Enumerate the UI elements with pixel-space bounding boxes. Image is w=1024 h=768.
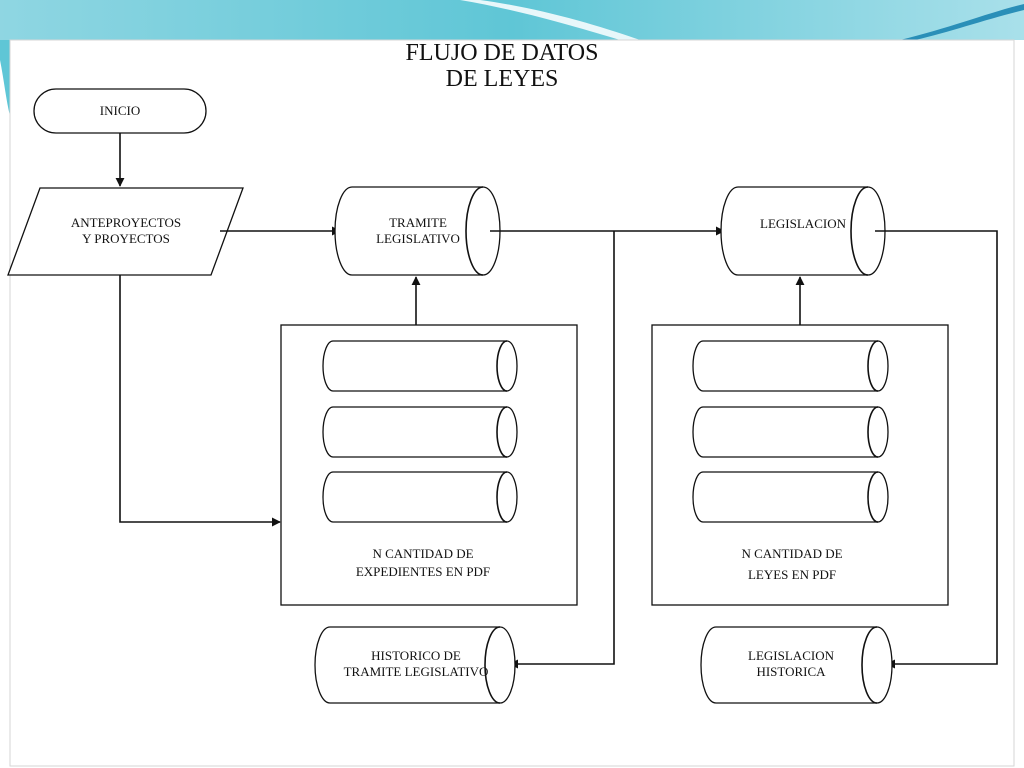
ley-cylinder — [692, 406, 889, 458]
legislacion-node: LEGISLACION — [720, 186, 886, 276]
anteproyectos-label-line2: Y PROYECTOS — [82, 231, 170, 246]
expediente-cylinder — [322, 406, 518, 458]
leyes-label-line1: N CANTIDAD DE — [741, 546, 842, 561]
tramite-label-line1: TRAMITE — [389, 215, 447, 230]
leyes-store-box: N CANTIDAD DE LEYES EN PDF — [651, 324, 949, 606]
expediente-cylinder — [322, 340, 518, 392]
leyes-label-line2: LEYES EN PDF — [748, 567, 836, 582]
ley-cylinder — [692, 471, 889, 523]
legislacion-label: LEGISLACION — [760, 216, 847, 231]
anteproyectos-label-line1: ANTEPROYECTOS — [71, 215, 181, 230]
legislacion-historica-label-line2: HISTORICA — [756, 664, 826, 679]
historico-tramite-label-line2: TRAMITE LEGISLATIVO — [344, 664, 489, 679]
ley-cylinder — [692, 340, 889, 392]
connector-tramite-historico — [509, 231, 615, 669]
header-band — [0, 0, 1024, 116]
connector-anteproyectos-expedientes — [119, 275, 281, 527]
tramite-legislativo-node: TRAMITE LEGISLATIVO — [334, 186, 501, 276]
tramite-label-line2: LEGISLATIVO — [376, 231, 460, 246]
expedientes-store-box: N CANTIDAD DE EXPEDIENTES EN PDF — [280, 324, 578, 606]
expedientes-label-line2: EXPEDIENTES EN PDF — [356, 564, 490, 579]
connector-legislacion-historica — [875, 230, 998, 669]
legislacion-historica-label-line1: LEGISLACION — [748, 648, 835, 663]
historico-tramite-label-line1: HISTORICO DE — [371, 648, 461, 663]
inicio-node: INICIO — [33, 88, 207, 134]
anteproyectos-node: ANTEPROYECTOS Y PROYECTOS — [7, 187, 244, 276]
diagram-title-line1: FLUJO DE DATOS — [406, 40, 599, 66]
expedientes-label-line1: N CANTIDAD DE — [372, 546, 473, 561]
legislacion-historica-node: LEGISLACION HISTORICA — [700, 626, 893, 704]
expediente-cylinder — [322, 471, 518, 523]
inicio-label: INICIO — [100, 103, 140, 118]
diagram-title-line2: DE LEYES — [446, 66, 559, 92]
historico-tramite-node: HISTORICO DE TRAMITE LEGISLATIVO — [314, 626, 516, 704]
